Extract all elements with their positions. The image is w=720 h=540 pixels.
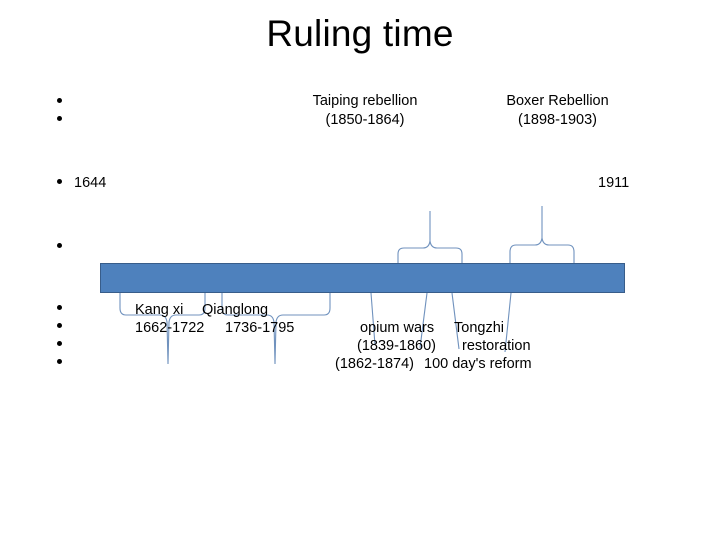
qianglong-label: Qianglong <box>202 302 269 318</box>
tick-tongzhi-start-icon <box>451 292 460 350</box>
bullet-marker <box>57 323 62 328</box>
timeline-end-year: 1911 <box>598 175 630 191</box>
opium-wars-label: opium wars <box>360 320 435 336</box>
tongzhi-label: Tongzhi <box>454 320 504 336</box>
boxer-rebellion-label: Boxer Rebellion <box>506 93 609 109</box>
brace-taiping-icon <box>397 211 463 263</box>
tick-hundred-days-icon <box>504 292 512 353</box>
boxer-rebellion-years: (1898-1903) <box>518 112 597 128</box>
bullet-marker <box>57 179 62 184</box>
hundred-days-reform-label: 100 day's reform <box>424 356 532 372</box>
kangxi-years: 1662-1722 <box>135 320 205 336</box>
tongzhi-restoration-label: restoration <box>462 338 531 354</box>
bullet-marker <box>57 116 62 121</box>
brace-boxer-icon <box>509 206 575 263</box>
brace-qianglong-icon <box>221 293 331 365</box>
taiping-rebellion-years: (1850-1864) <box>325 112 405 128</box>
kangxi-label: Kang xi <box>135 302 184 318</box>
timeline-bar[interactable] <box>100 263 625 293</box>
page-title: Ruling time <box>266 13 454 54</box>
bullet-marker <box>57 341 62 346</box>
bullet-marker <box>57 98 62 103</box>
tick-opium-wars-start-icon <box>370 292 376 346</box>
bullet-marker <box>57 359 62 364</box>
opium-wars-years: (1839-1860) <box>357 338 436 354</box>
tick-opium-wars-end-icon <box>419 292 428 349</box>
tongzhi-years: (1862-1874) <box>335 356 414 372</box>
qianglong-years: 1736-1795 <box>225 320 295 336</box>
bullet-marker <box>57 305 62 310</box>
brace-kangxi-icon <box>119 293 206 365</box>
bullet-marker <box>57 243 62 248</box>
taiping-rebellion-label: Taiping rebellion <box>312 93 418 109</box>
timeline-start-year: 1644 <box>74 175 107 191</box>
